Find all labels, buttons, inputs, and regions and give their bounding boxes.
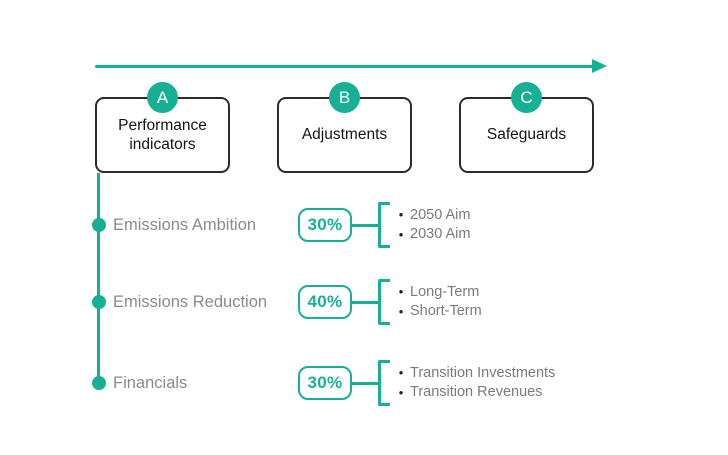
list-item: • Transition Investments xyxy=(392,363,556,383)
list-item-text: Transition Investments xyxy=(410,364,556,381)
column-badge-c: C xyxy=(511,82,542,113)
bullet-icon: • xyxy=(398,284,404,300)
list-item: • 2050 Aim xyxy=(392,205,471,225)
badge-bracket-connector xyxy=(352,381,378,385)
list-item: • Short-Term xyxy=(392,302,482,322)
bullet-icon: • xyxy=(398,226,404,242)
list-item-text: 2030 Aim xyxy=(410,226,471,243)
indicator-row-emissions-reduction: Emissions Reduction 40% • Long-Term • Sh… xyxy=(0,272,728,332)
list-item-text: Transition Revenues xyxy=(410,384,543,401)
bullet-icon: • xyxy=(398,365,404,381)
bracket-icon xyxy=(378,360,390,406)
list-item-text: 2050 Aim xyxy=(410,206,471,223)
weight-badge: 30% xyxy=(298,366,352,400)
bullet-icon: • xyxy=(398,207,404,223)
vertical-connector-line xyxy=(97,173,100,385)
row-label: Emissions Ambition xyxy=(113,215,257,234)
column-letter: A xyxy=(156,87,169,107)
column-letter: C xyxy=(520,87,533,107)
row-dot-icon xyxy=(91,218,106,232)
list-item: • 2030 Aim xyxy=(392,225,471,245)
badge-bracket-connector xyxy=(352,223,378,227)
row-label: Emissions Reduction xyxy=(113,292,268,311)
bullet-icon: • xyxy=(398,303,404,319)
bullet-list: • 2050 Aim • 2030 Aim xyxy=(392,205,471,245)
list-item: • Transition Revenues xyxy=(392,383,555,403)
bullet-list: • Transition Investments • Transition Re… xyxy=(392,363,556,403)
column-box-adjustments: B Adjustments xyxy=(277,82,412,173)
list-item-text: Long-Term xyxy=(410,283,480,300)
column-title: Safeguards xyxy=(486,126,567,144)
right-arrow-icon xyxy=(592,59,607,73)
bracket-icon xyxy=(378,202,390,248)
column-title: Performance indicators xyxy=(118,116,207,153)
list-item-text: Short-Term xyxy=(410,303,482,320)
indicator-row-financials: Financials 30% • Transition Investments … xyxy=(0,353,728,413)
weight-badge: 40% xyxy=(298,285,352,319)
bullet-list: • Long-Term • Short-Term xyxy=(392,282,482,321)
row-dot-icon xyxy=(91,295,106,309)
row-dot-icon xyxy=(91,376,106,390)
bracket-icon xyxy=(378,279,390,325)
weight-badge: 30% xyxy=(298,208,352,242)
column-title: Adjustments xyxy=(301,126,388,144)
column-badge-b: B xyxy=(329,82,360,113)
column-badge-a: A xyxy=(147,82,178,113)
column-letter: B xyxy=(338,87,351,107)
column-box-safeguards: C Safeguards xyxy=(459,82,594,173)
column-box-performance-indicators: A Performance indicators xyxy=(95,82,230,173)
bullet-icon: • xyxy=(398,384,404,400)
badge-bracket-connector xyxy=(352,300,378,304)
timeline-arrow-line xyxy=(95,65,593,68)
indicator-row-emissions-ambition: Emissions Ambition 30% • 2050 Aim • 2030… xyxy=(0,195,728,255)
list-item: • Long-Term xyxy=(392,282,482,302)
row-label: Financials xyxy=(113,373,188,392)
